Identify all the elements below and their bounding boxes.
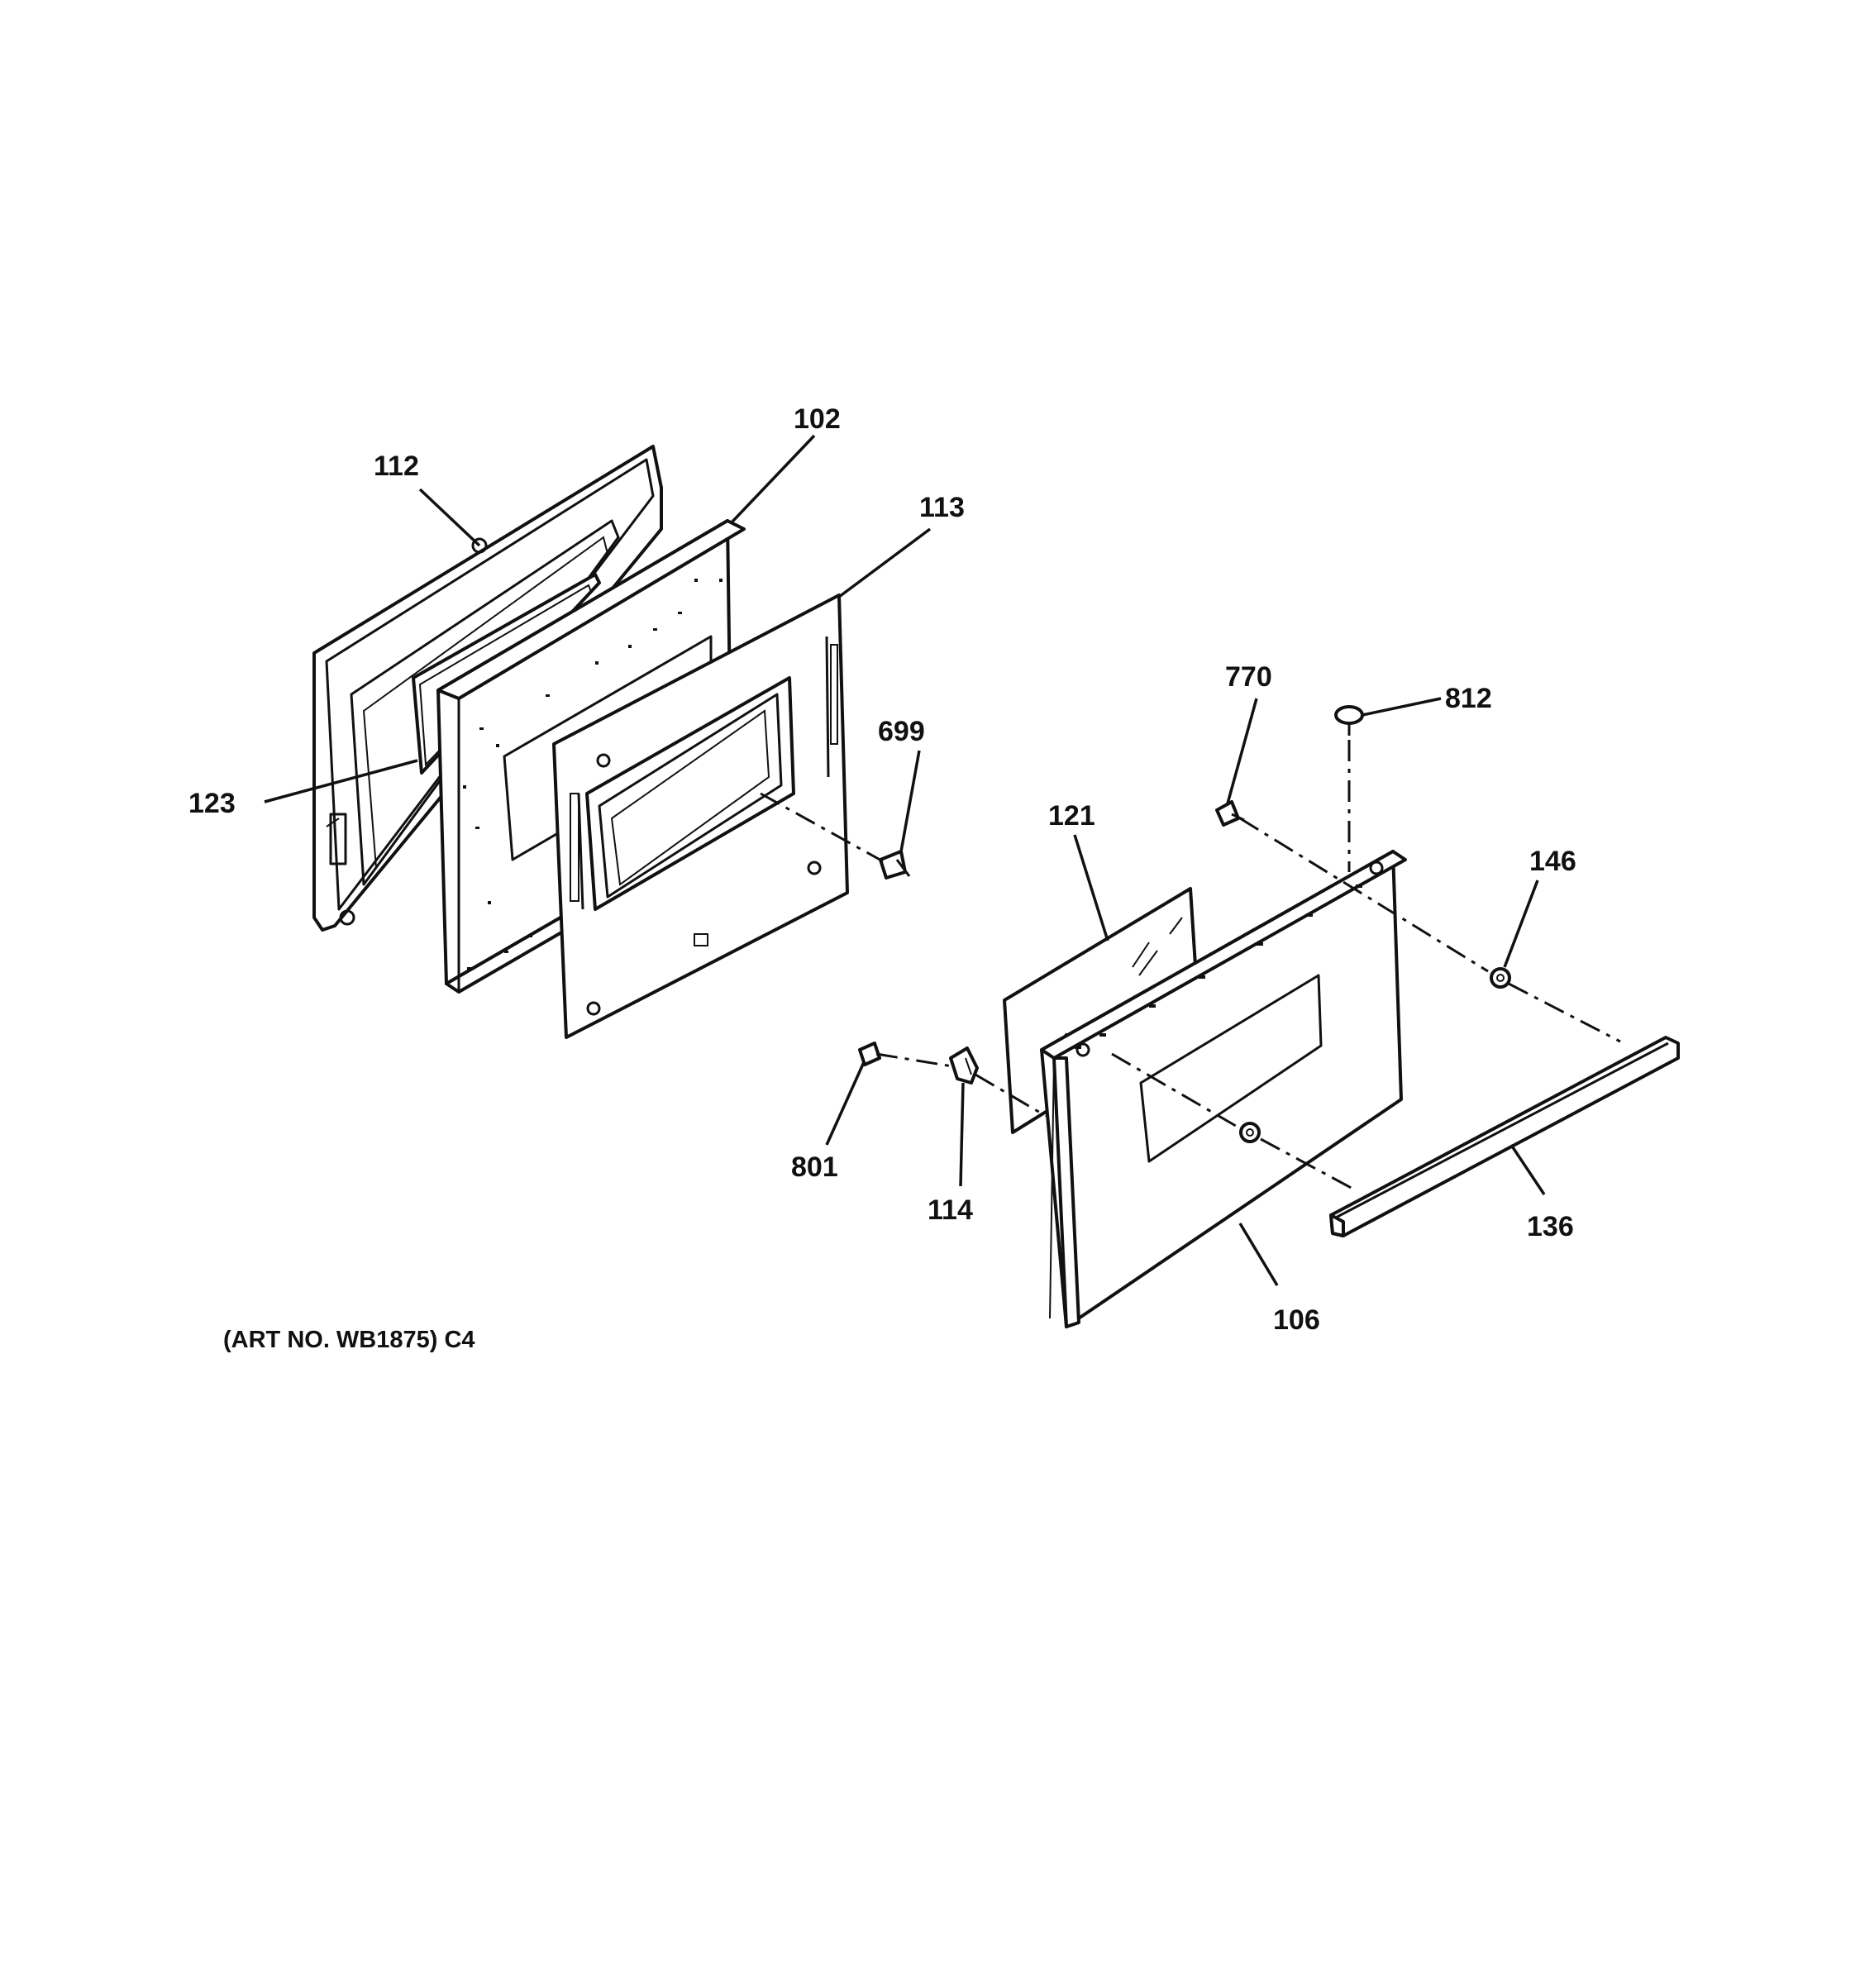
leader-lines [264,434,1546,1286]
part-770-screw [1215,800,1245,827]
part-146-spacer-lower [1239,1122,1261,1143]
callout-113: 113 [919,492,965,523]
callout-812: 812 [1445,683,1492,714]
part-106-outer-door [1040,850,1407,1328]
callout-801: 801 [791,1151,838,1183]
callout-102: 102 [794,403,841,435]
part-146-spacer [1490,967,1511,989]
part-812-screw [1334,705,1364,736]
part-113-inner-panel [552,594,849,1039]
callout-106: 106 [1273,1304,1320,1336]
callout-121: 121 [1048,800,1095,832]
part-801-screw [858,1042,881,1066]
callout-114: 114 [928,1194,973,1226]
art-number-caption: (ART NO. WB1875) C4 [223,1327,475,1353]
callout-123: 123 [188,788,236,819]
callout-770: 770 [1225,661,1272,693]
assembly-lines [760,740,1621,1192]
part-114-bracket [949,1046,979,1085]
part-136-handle [1329,1036,1680,1237]
part-699-screw [879,850,911,880]
callout-699: 699 [878,716,925,747]
callout-146: 146 [1529,846,1576,877]
callout-112: 112 [374,451,419,482]
callout-136: 136 [1527,1211,1574,1242]
